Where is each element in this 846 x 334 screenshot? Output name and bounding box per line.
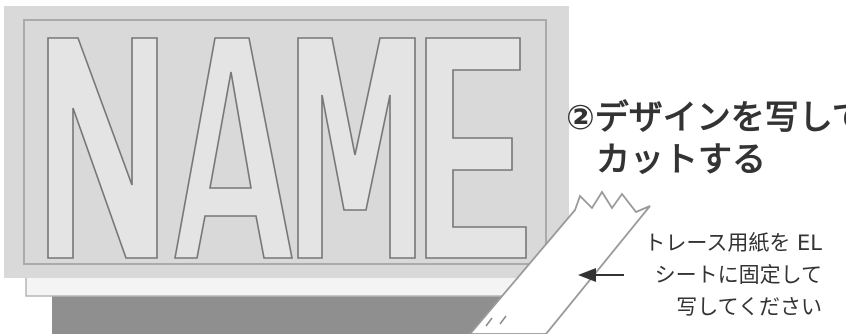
step-heading-line-1: ②デザインを写して: [566, 98, 846, 138]
trace-note-line-1: トレース用紙を EL: [644, 230, 822, 256]
step-heading-line-2: カットする: [596, 140, 766, 180]
trace-note-line-2: シートに固定して: [655, 262, 822, 288]
trace-note-line-3: 写してください: [676, 294, 822, 320]
